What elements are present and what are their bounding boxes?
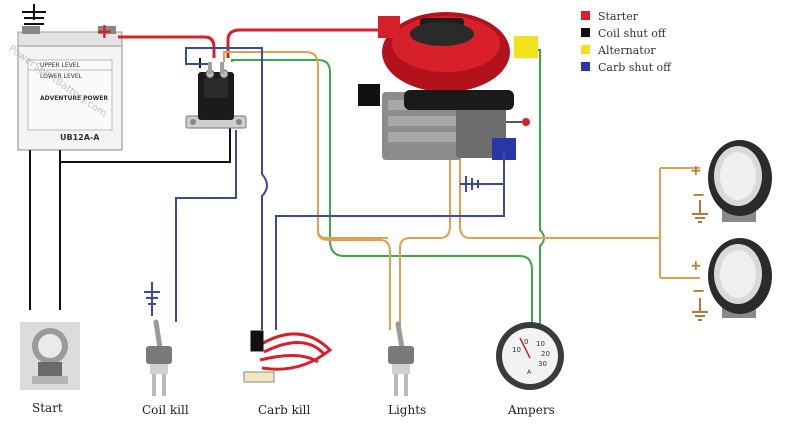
- marker-alternator: [514, 36, 538, 58]
- light-top-plus: +: [690, 163, 702, 179]
- legend-label-starter: Starter: [598, 10, 639, 23]
- lights-toggle: [388, 321, 414, 396]
- ammeter-gauge: 10 0 10 20 30 A: [496, 322, 564, 390]
- work-light-bottom: [708, 238, 772, 318]
- label-coil-kill: Coil kill: [142, 403, 189, 417]
- light-top-minus: −: [692, 185, 705, 204]
- gauge-scale-4: 30: [538, 360, 547, 368]
- label-lights: Lights: [388, 403, 426, 417]
- label-ampers: Ampers: [507, 403, 555, 417]
- engine: [382, 12, 530, 160]
- battery: UPPER LEVEL LOWER LEVEL ADVENTURE POWER …: [6, 26, 123, 151]
- battery-upper-level: UPPER LEVEL: [40, 62, 81, 69]
- gauge-scale-3: 20: [541, 350, 550, 358]
- label-start: Start: [32, 401, 63, 415]
- marker-coil-shut-off: [358, 84, 380, 106]
- ground-symbol-light-bottom: [692, 298, 708, 321]
- legend-swatch-alternator: [581, 45, 590, 54]
- marker-starter: [378, 16, 400, 38]
- starter-solenoid: [185, 62, 247, 129]
- marker-carb-shut-off: [492, 138, 516, 160]
- light-bottom-minus: −: [692, 281, 705, 300]
- legend-swatch-coil-shut-off: [581, 28, 590, 37]
- battery-lower-level: LOWER LEVEL: [40, 73, 83, 80]
- gauge-scale-2: 10: [536, 340, 545, 348]
- battery-model: UB12A-A: [60, 133, 100, 142]
- legend-label-alternator: Alternator: [597, 44, 656, 57]
- wire-starter-red: [118, 28, 378, 58]
- ground-symbol-light-top: [692, 200, 708, 223]
- start-button-component: [20, 322, 80, 390]
- gauge-scale-0: 10: [512, 346, 521, 354]
- legend-swatch-carb-shut-off: [581, 62, 590, 71]
- battery-brand: ADVENTURE POWER: [40, 95, 108, 102]
- ground-symbol-engine: [460, 150, 505, 192]
- coil-kill-toggle: [146, 319, 172, 396]
- label-carb-kill: Carb kill: [258, 403, 311, 417]
- gauge-unit: A: [527, 369, 532, 376]
- legend-label-carb-shut-off: Carb shut off: [598, 61, 672, 74]
- light-bottom-plus: +: [690, 258, 702, 274]
- carb-kill-lanyard: [243, 330, 333, 383]
- ground-symbol-battery: [22, 4, 46, 25]
- legend: Starter Coil shut off Alternator Carb sh…: [581, 10, 672, 74]
- battery-plus-sign: +: [96, 19, 113, 43]
- legend-swatch-starter: [581, 11, 590, 20]
- gauge-scale-1: 0: [524, 338, 528, 346]
- legend-label-coil-shut-off: Coil shut off: [598, 27, 667, 40]
- work-light-top: [708, 140, 772, 222]
- ground-symbol-coil-kill: [144, 282, 160, 316]
